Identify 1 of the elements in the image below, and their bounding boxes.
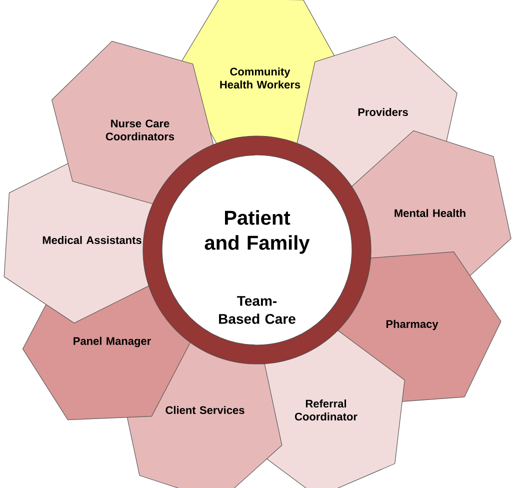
hexagon-petal: Nurse Care Coordinators [52,40,214,204]
